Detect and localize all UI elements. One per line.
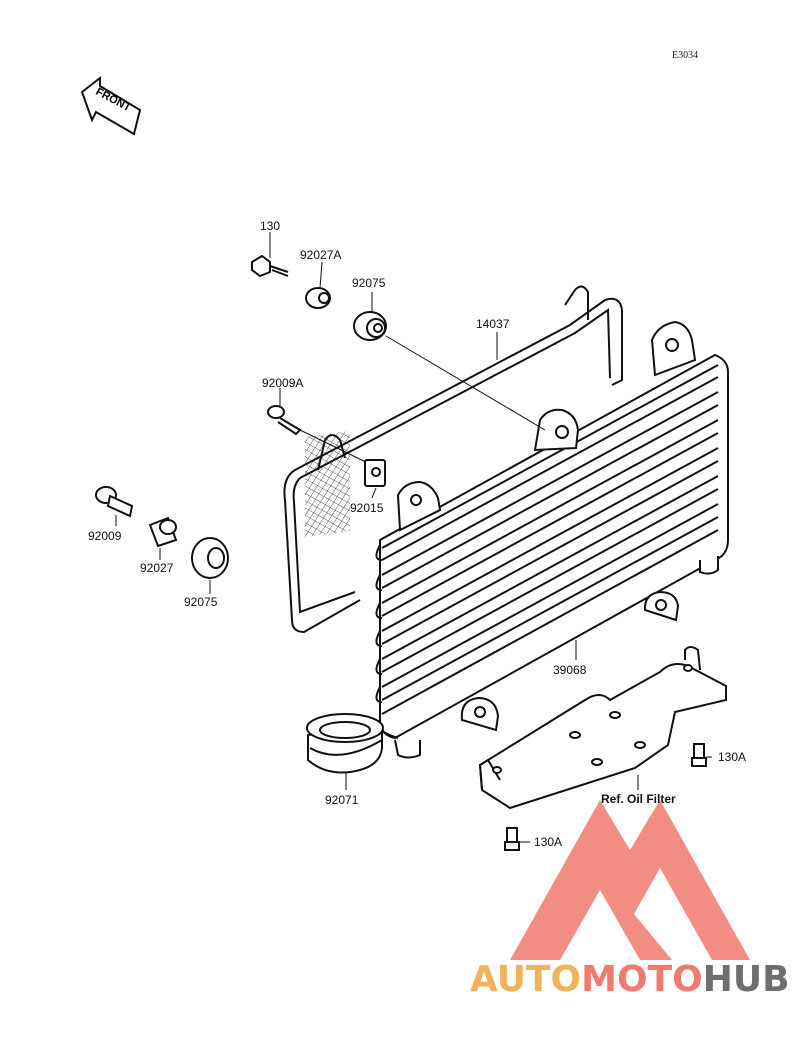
label-92009A: 92009A <box>262 376 304 390</box>
label-14037: 14037 <box>476 317 510 331</box>
bolt-130-icon <box>251 254 289 278</box>
label-92027A: 92027A <box>300 248 342 262</box>
leader-lines <box>115 232 712 843</box>
bolt-92009-icon <box>95 486 134 518</box>
label-92027: 92027 <box>140 561 174 575</box>
grommet-92071-icon <box>306 713 384 774</box>
label-92071: 92071 <box>325 793 359 807</box>
frame-14037 <box>283 285 623 634</box>
label-130A-right: 130A <box>718 750 747 764</box>
watermark-moto: MOTO <box>581 959 703 1000</box>
label-92015: 92015 <box>350 501 384 515</box>
grommet-92075-top-icon <box>353 311 387 341</box>
label-130A-bottom: 130A <box>534 835 563 849</box>
watermark-auto: AUTO <box>470 959 582 1000</box>
collar-92027A-icon <box>305 287 331 309</box>
collar-92027-icon <box>148 516 178 548</box>
diagram-code: E3034 <box>672 50 699 61</box>
label-92075-top: 92075 <box>352 276 386 290</box>
label-130: 130 <box>260 219 281 233</box>
leader-assembly-line <box>385 335 546 431</box>
watermark-hub: HUB <box>702 959 790 1000</box>
oil-filter-bracket <box>478 646 727 810</box>
label-ref-oil-filter: Ref. Oil Filter <box>601 792 676 806</box>
bolt-130A-bottom-icon <box>504 827 520 851</box>
bolt-130A-right-icon <box>691 743 707 767</box>
label-92009: 92009 <box>88 529 122 543</box>
leader-screw-line <box>299 429 373 466</box>
front-arrow-icon: FRONT <box>80 75 142 136</box>
screw-92009A-icon <box>267 405 302 436</box>
label-92075-left: 92075 <box>184 595 218 609</box>
automotohub-logo-icon <box>510 800 750 960</box>
grommet-92075-left-icon <box>191 537 229 579</box>
nut-92015-icon <box>364 459 386 487</box>
label-39068: 39068 <box>553 663 587 677</box>
automotohub-watermark: AUTOMOTOHUB <box>470 962 790 998</box>
